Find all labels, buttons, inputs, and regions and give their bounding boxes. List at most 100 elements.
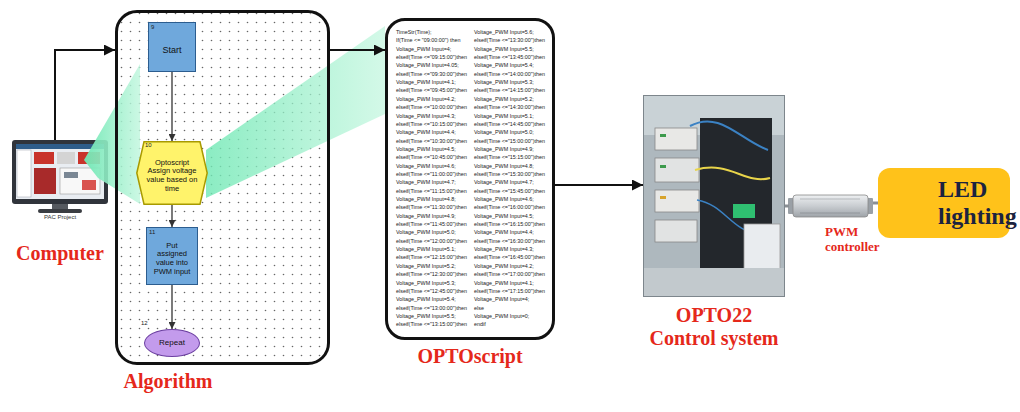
body-rib — [800, 213, 860, 214]
code-line: Voltage_PWM Input=4.2; — [396, 96, 456, 103]
code-line: elseif(Time <="12:45:00")then — [396, 288, 467, 295]
step-text: Optoscript Assign voltage value based on… — [145, 159, 199, 194]
photo-shelf — [643, 268, 785, 297]
process-box: 9Start — [148, 22, 196, 72]
code-line: Voltage_PWM Input=5.5; — [396, 313, 456, 320]
code-line: elseif(Time <="16:30:00")then — [474, 238, 545, 245]
code-line: elseif(Time <="14:00:00")then — [474, 71, 545, 78]
code-line: Voltage_PWM Input=4.8; — [474, 163, 534, 170]
code-line: Voltage_PWM Input=0; — [474, 313, 529, 320]
photo-frame — [644, 96, 785, 297]
code-line: Voltage_PWM Input=5.6; — [474, 29, 534, 36]
flow-arrow — [171, 285, 172, 329]
code-line: elseif(Time <="09:30:00")then — [396, 71, 467, 78]
code-line: Voltage_PWM Input=4.6; — [474, 196, 534, 203]
flow-arrow — [171, 72, 172, 141]
code-line: Voltage_PWM Input=5.3; — [396, 280, 456, 287]
io-module — [655, 128, 697, 150]
photo-ground — [643, 95, 785, 297]
code-line: elseif(Time <="16:00:00")then — [474, 204, 545, 211]
code-line: elseif(Time <="11:00:00")then — [396, 171, 467, 178]
code-line: elseif(Time <="14:15:00")then — [474, 87, 545, 94]
code-line: Voltage_PWM Input=4.7; — [474, 179, 534, 186]
code-line: Voltage_PWM Input=4.6; — [396, 163, 456, 170]
code-line: elseif(Time <="16:15:00")then — [474, 221, 545, 228]
code-line: elseif(Time <="09:45:00")then — [396, 87, 467, 94]
code-line: Voltage_PWM Input=4.1; — [474, 280, 534, 287]
led-box: LED lighting — [878, 168, 1010, 238]
screen-block — [64, 172, 78, 178]
section-label: Algorithm — [124, 370, 213, 393]
network-cable — [690, 121, 768, 150]
code-line: Voltage_PWM Input=4.9; — [396, 213, 456, 220]
code-line: Voltage_PWM Input=4.2; — [474, 263, 534, 270]
code-line: TimeStr(Time); — [396, 29, 432, 36]
code-line: endif — [474, 321, 486, 328]
code-line: Voltage_PWM Input=4.5; — [474, 213, 534, 220]
code-line: elseif(Time <="12:30:00")then — [396, 271, 467, 278]
code-line: Voltage_PWM Input=4.1; — [396, 79, 456, 86]
optoscript-block: 10Optoscript Assign voltage value based … — [136, 141, 208, 205]
network-cable — [695, 168, 770, 180]
code-line: elseif(Time <="11:30:00")then — [396, 204, 467, 211]
process-box: 11Put assigned value into PWM input — [146, 227, 198, 285]
code-line: Voltage_PWM Input=4.7; — [396, 179, 456, 186]
section-label: PWM controller — [825, 224, 837, 254]
code-line: elseif(Time <="15:00:00")then — [474, 138, 545, 145]
connector-arrow — [55, 50, 115, 140]
code-line: Voltage_PWM Input=4.4; — [396, 129, 456, 136]
code-line: elseif(Time <="10:30:00")then — [396, 138, 467, 145]
section-label: Computer — [16, 242, 104, 265]
code-line: Voltage_PWM Input=5.2; — [396, 263, 456, 270]
tree-pane — [17, 150, 31, 197]
code-line: elseif(Time <="13:00:00")then — [396, 305, 467, 312]
screen-block — [82, 180, 96, 190]
section-label: OPTOscript — [417, 345, 522, 368]
code-line: elseif(Time <="12:15:00")then — [396, 254, 467, 261]
code-line: Voltage_PWM Input=4.3; — [396, 113, 456, 120]
code-line: elseif(Time <="16:45:00")then — [474, 254, 545, 261]
code-line: elseif(Time <="15:45:00")then — [474, 188, 545, 195]
code-line: elseif(Time <="14:30:00")then — [474, 104, 545, 111]
controller-photo-node: OPTO22 Control system — [643, 95, 785, 297]
io-module — [655, 190, 699, 212]
code-line: Voltage_PWM Input=5.1; — [396, 246, 456, 253]
code-line: elseif(Time <="14:45:00")then — [474, 121, 545, 128]
status-led — [660, 134, 666, 137]
io-module — [655, 220, 697, 242]
code-line: Voltage_PWM Input=5.2; — [474, 96, 534, 103]
code-line: Voltage_PWM Input=5.4; — [474, 62, 534, 69]
code-line: Voltage_PWM Input=5.4; — [396, 296, 456, 303]
step-number: 12 — [141, 320, 148, 327]
controller-body — [793, 195, 868, 217]
code-line: elseif(Time <="12:00:00")then — [396, 238, 467, 245]
cable-line — [785, 205, 789, 208]
code-line: Voltage_PWM Input=5.0; — [474, 129, 534, 136]
step-text: Put assigned value into PWM input — [151, 242, 194, 277]
section-label: OPTO22 Control system — [648, 304, 780, 350]
code-line: elseif(Time <="10:15:00")then — [396, 121, 467, 128]
code-line: If(Time <= "09:00:00") then — [396, 37, 460, 44]
code-line: Voltage_PWM Input=5.1; — [474, 113, 534, 120]
monitor-base — [38, 209, 82, 213]
io-module — [655, 158, 699, 182]
screen-block — [34, 152, 54, 164]
opto22-photo — [643, 95, 785, 297]
connector-arrow — [555, 184, 643, 186]
code-line: Voltage_PWM Input=5.3; — [474, 79, 534, 86]
code-line: elseif(Time <="13:15:00")then — [396, 321, 467, 328]
hexagon-shape — [137, 142, 207, 204]
status-led — [660, 196, 666, 199]
code-line: Voltage_PWM Input=4.05; — [396, 62, 459, 69]
algorithm-panel: 9Start 10Optoscript Assign voltage value … — [115, 10, 330, 365]
code-line: Voltage_PWM Input=4.9; — [474, 146, 534, 153]
code-line: Voltage_PWM Input=4; — [396, 46, 451, 53]
status-led — [660, 165, 666, 168]
code-line: elseif(Time <="13:45:00")then — [474, 54, 545, 61]
code-line: elseif(Time <="17:00:00")then — [474, 271, 545, 278]
code-line: elseif(Time <="11:15:00")then — [396, 188, 467, 195]
flow-arrow — [171, 205, 172, 227]
code-line: Voltage_PWM Input=4.5; — [396, 146, 456, 153]
light-beam — [84, 64, 140, 204]
